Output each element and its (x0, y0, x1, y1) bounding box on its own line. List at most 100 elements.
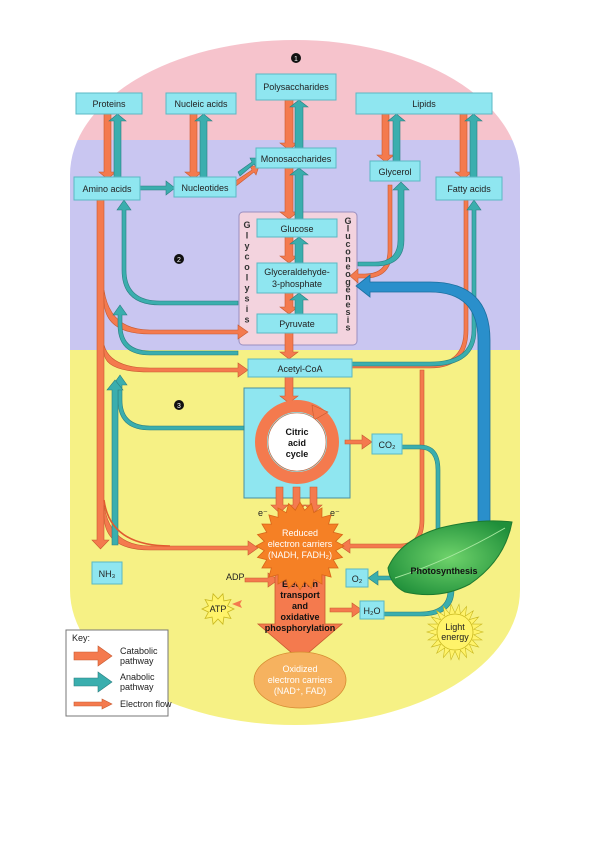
adp-label: ADP (226, 572, 245, 582)
photosynthesis-arrow (355, 274, 491, 549)
svg-text:Acetyl-CoA: Acetyl-CoA (277, 364, 322, 374)
gluconeogenesis-letter: G (344, 216, 351, 226)
svg-text:Proteins: Proteins (92, 99, 126, 109)
svg-text:CO₂: CO₂ (379, 440, 397, 450)
box-nucleotides: Nucleotides (173, 176, 237, 198)
legend-key: Key: Catabolic pathway Anabolic pathway … (65, 629, 172, 717)
svg-text:Pyruvate: Pyruvate (279, 319, 315, 329)
legend-electron-flow: Electron flow (73, 698, 172, 710)
gluconeogenesis-letter: u (345, 231, 351, 241)
glycolysis-letter: y (244, 283, 249, 293)
gluconeogenesis-letter: n (345, 292, 351, 302)
svg-text:ATP: ATP (210, 604, 227, 614)
glycolysis-letter: s (244, 315, 249, 325)
electron-label-right: e⁻ (330, 508, 340, 518)
box-pyruvate: Pyruvate (256, 313, 338, 334)
svg-text:phosphorylation: phosphorylation (265, 623, 336, 633)
svg-text:Nucleotides: Nucleotides (181, 183, 229, 193)
gluconeogenesis-letter: c (345, 239, 350, 249)
atp-arrow (232, 600, 255, 608)
svg-text:pathway: pathway (120, 656, 154, 666)
box-co2: CO₂ (371, 433, 403, 455)
svg-text:NH₃: NH₃ (99, 569, 116, 579)
atp-burst: ATP (201, 592, 235, 626)
stage-marker-1: 1 (291, 53, 301, 63)
gluconeogenesis-letter: n (345, 254, 351, 264)
glycolysis-letter: y (244, 241, 249, 251)
svg-text:oxidative: oxidative (280, 612, 319, 622)
svg-text:Electron flow: Electron flow (120, 699, 172, 709)
svg-text:3-phosphate: 3-phosphate (272, 279, 322, 289)
box-amino-acids: Amino acids (73, 176, 141, 201)
leaf-photosynthesis: Photosynthesis (387, 520, 513, 596)
svg-text:(NADH, FADH₂): (NADH, FADH₂) (268, 550, 332, 560)
box-monosaccharides: Monosaccharides (255, 147, 337, 169)
svg-text:Glycerol: Glycerol (378, 167, 411, 177)
svg-text:1: 1 (294, 56, 298, 63)
svg-text:cycle: cycle (286, 449, 309, 459)
gluconeogenesis-letter: o (345, 246, 351, 256)
legend-anabolic: Anabolic pathway (73, 671, 155, 693)
gluconeogenesis-letter: e (345, 262, 350, 272)
glycolysis-letter: s (244, 294, 249, 304)
gluconeogenesis-letter: e (345, 300, 350, 310)
svg-text:Light: Light (445, 622, 465, 632)
catabolic-arrows (91, 99, 473, 618)
electron-flow-arrows (103, 499, 171, 547)
svg-text:Amino acids: Amino acids (82, 184, 132, 194)
svg-text:pathway: pathway (120, 682, 154, 692)
svg-text:Nucleic acids: Nucleic acids (174, 99, 228, 109)
svg-text:Citric: Citric (285, 427, 308, 437)
svg-text:and: and (292, 601, 308, 611)
svg-text:Reduced: Reduced (282, 528, 318, 538)
svg-text:Glucose: Glucose (280, 224, 313, 234)
box-nucleic-acids: Nucleic acids (165, 92, 237, 115)
stage-marker-2: 2 (174, 254, 184, 264)
glycolysis-letter: i (246, 304, 249, 314)
glycolysis-letter: l (246, 231, 249, 241)
legend-catabolic: Catabolic pathway (73, 645, 158, 667)
gluconeogenesis-letter: e (345, 284, 350, 294)
glycolysis-letter: o (244, 262, 250, 272)
box-lipids: Lipids (355, 92, 493, 115)
box-glucose: Glucose (256, 218, 338, 238)
svg-text:Key:: Key: (72, 633, 90, 643)
box-acetyl-coa: Acetyl-CoA (247, 358, 353, 378)
citric-acid-ring (255, 400, 339, 484)
svg-text:energy: energy (441, 632, 469, 642)
box-polysaccharides: Polysaccharides (255, 73, 337, 101)
box-fatty-acids: Fatty acids (435, 176, 503, 201)
svg-text:(NAD⁺, FAD): (NAD⁺, FAD) (274, 686, 326, 696)
svg-text:electron carriers: electron carriers (268, 539, 333, 549)
sun-light-energy: Light energy (425, 603, 485, 661)
gluconeogenesis-letter: o (345, 269, 351, 279)
svg-text:O₂: O₂ (352, 574, 363, 584)
box-h2o: H₂O (359, 600, 385, 620)
svg-text:Fatty acids: Fatty acids (447, 184, 491, 194)
svg-text:2: 2 (177, 257, 181, 264)
svg-text:Glyceraldehyde-: Glyceraldehyde- (264, 267, 330, 277)
glycolysis-letter: l (246, 273, 249, 283)
electron-label-left: e⁻ (258, 508, 268, 518)
svg-text:Catabolic: Catabolic (120, 646, 158, 656)
gluconeogenesis-letter: i (347, 315, 350, 325)
oxidized-carriers: Oxidized electron carriers (NAD⁺, FAD) (253, 651, 347, 709)
glycolysis-letter: c (244, 252, 249, 262)
box-nh3: NH₃ (91, 561, 123, 585)
stage-marker-3: 3 (174, 400, 184, 410)
svg-text:Anabolic: Anabolic (120, 672, 155, 682)
gluconeogenesis-letter: s (345, 307, 350, 317)
svg-text:Polysaccharides: Polysaccharides (263, 82, 329, 92)
svg-text:Photosynthesis: Photosynthesis (410, 566, 477, 576)
svg-text:Monosaccharides: Monosaccharides (261, 154, 332, 164)
gluconeogenesis-letter: g (345, 277, 351, 287)
box-g3p: Glyceraldehyde- 3-phosphate (256, 262, 338, 294)
box-glycerol: Glycerol (369, 160, 421, 182)
svg-text:Lipids: Lipids (412, 99, 436, 109)
gluconeogenesis-letter: s (345, 322, 350, 332)
svg-text:H₂O: H₂O (364, 606, 381, 616)
reduced-carriers: Reduced electron carriers (NADH, FADH₂) (255, 501, 345, 591)
svg-text:electron carriers: electron carriers (268, 675, 333, 685)
glycolysis-letter: G (243, 220, 250, 230)
